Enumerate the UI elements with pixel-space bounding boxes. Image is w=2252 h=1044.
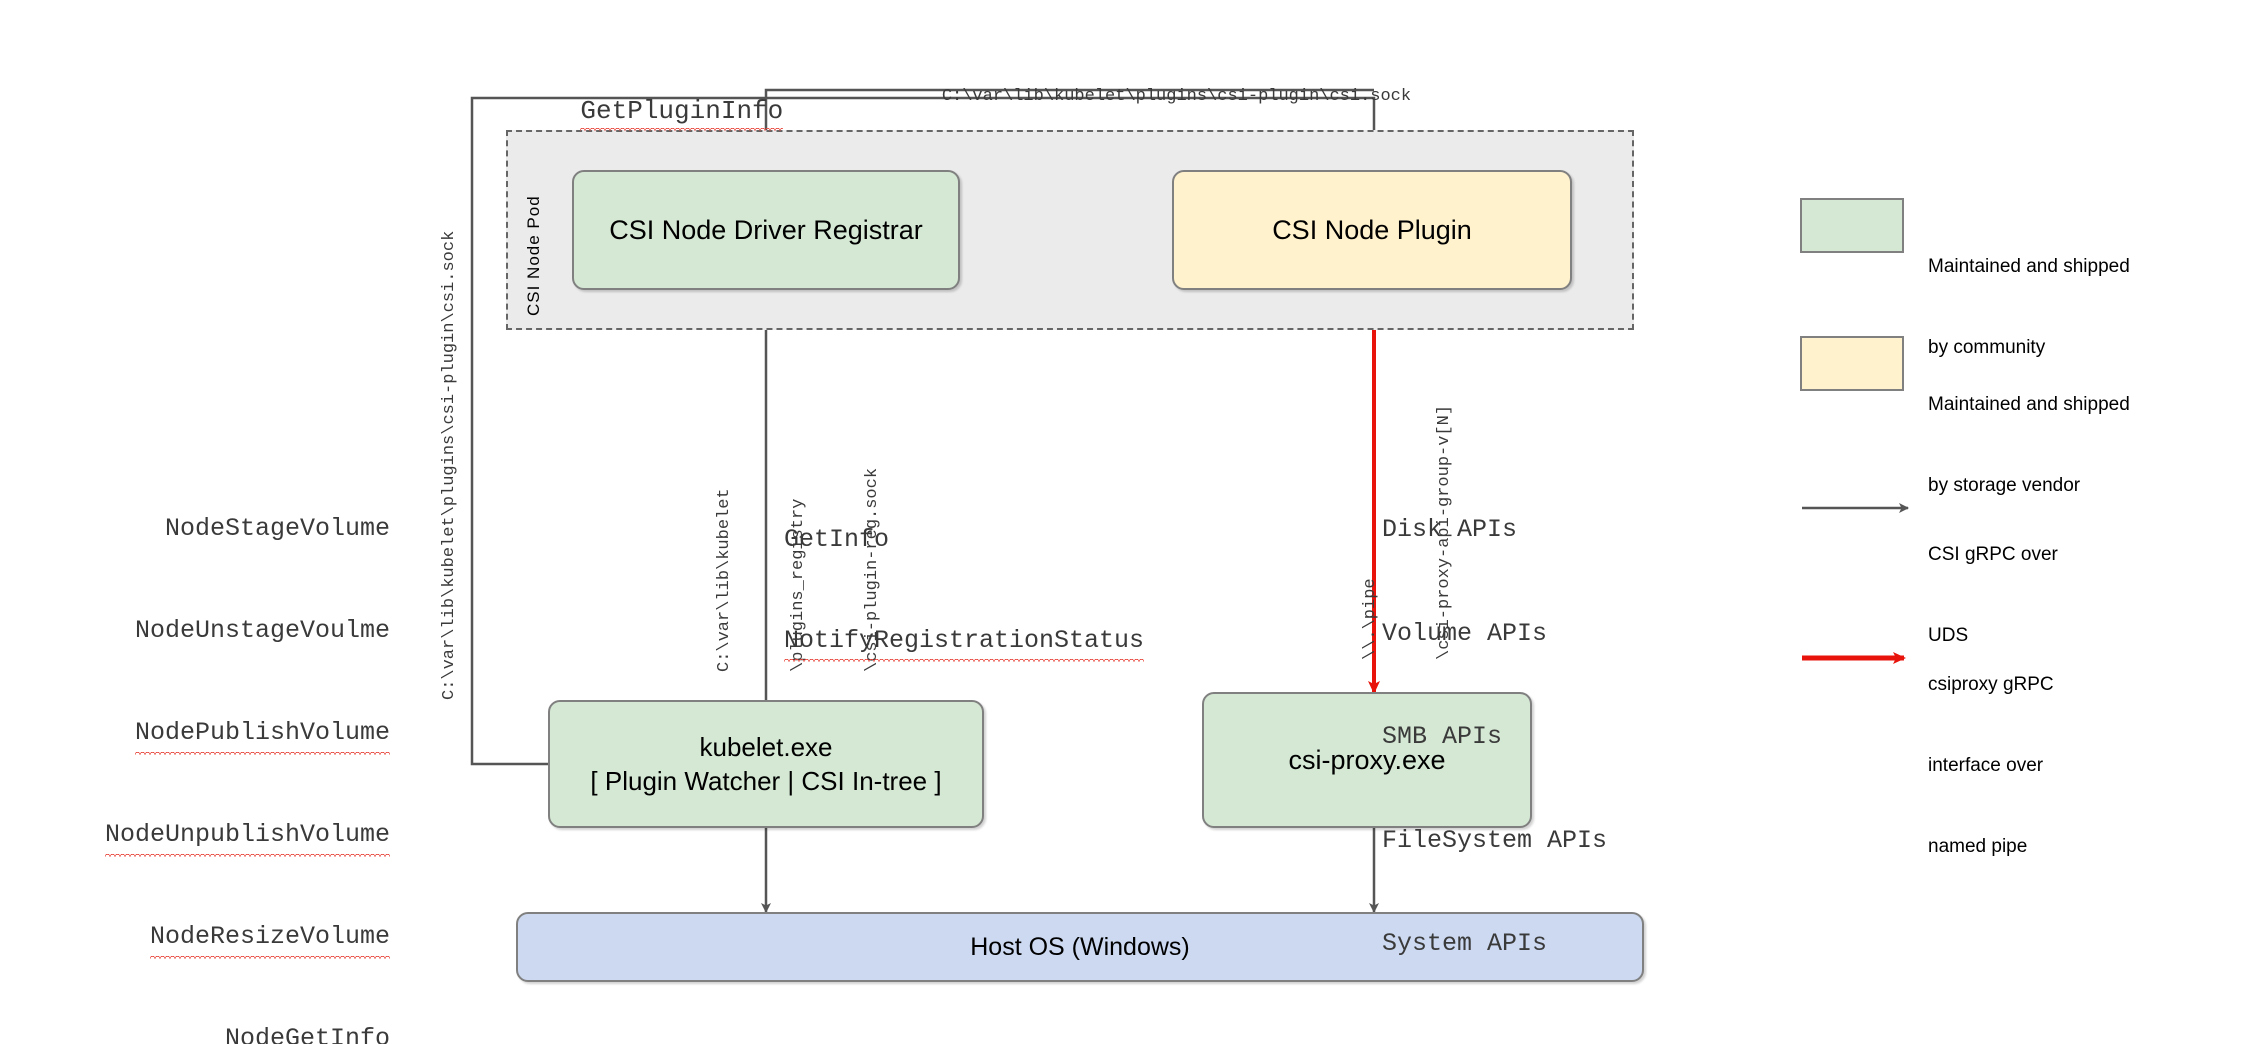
list-item: NodeUnstageVoulme: [98, 614, 390, 648]
legend-line: UDS: [1928, 624, 1969, 646]
csi-node-rpc-list: NodeStageVolume NodeUnstageVoulme NodePu…: [98, 444, 391, 1044]
rpc-label: NodeStageVolume: [164, 514, 390, 543]
registry-sock-line-1: C:\var\lib\kubelet: [715, 488, 735, 672]
list-item: NodeStageVolume: [98, 512, 390, 546]
list-item: SMB APIs: [1382, 720, 1607, 755]
legend-label-uds: CSI gRPC over UDS: [1928, 488, 2058, 704]
legend-line: by storage vendor: [1928, 474, 2081, 496]
legend-arrow-named-pipe: [1802, 652, 1906, 664]
label-get-plugin-info: GetPluginInfo: [518, 66, 783, 156]
list-item: Disk APIs: [1382, 513, 1607, 548]
label-text: GetPluginInfo: [580, 96, 784, 131]
kubelet-line-1: kubelet.exe: [699, 731, 833, 762]
legend-label-community: Maintained and shipped by community: [1928, 200, 2130, 416]
rpc-label: NodeUnstageVoulme: [134, 616, 390, 645]
node-csi-node-plugin[interactable]: CSI Node Plugin: [1172, 170, 1572, 290]
node-label: CSI Node Driver Registrar: [609, 214, 923, 245]
legend-label-named-pipe: csiproxy gRPC interface over named pipe: [1928, 618, 2054, 915]
api-label: SMB APIs: [1382, 722, 1503, 751]
list-item: NodeUnpublishVolume: [98, 818, 391, 857]
list-item: Volume APIs: [1382, 617, 1607, 652]
legend-line: Maintained and shipped: [1928, 255, 2130, 277]
edge-kubelet-to-node-plugin: [470, 96, 1379, 766]
api-label: FileSystem APIs: [1382, 825, 1608, 855]
legend-line: interface over: [1928, 754, 2044, 776]
list-item: NodeGetInfo: [98, 1022, 390, 1044]
legend-arrow-uds: [1802, 503, 1909, 513]
rpc-label: NodeUnpublishVolume: [104, 818, 391, 857]
rpc-label: NodePublishVolume: [134, 716, 391, 755]
node-csi-node-driver-registrar[interactable]: CSI Node Driver Registrar: [572, 170, 960, 290]
list-item: NodeResizeVolume: [98, 920, 391, 959]
label-registrar-calls: GetInfo NotifyRegistrationStatus: [784, 456, 1145, 724]
csi-proxy-api-list: Disk APIs Volume APIs SMB APIs FileSyste…: [1382, 444, 1607, 1031]
list-item: FileSystem APIs: [1382, 824, 1607, 859]
legend-line: csiproxy gRPC: [1928, 673, 2054, 695]
node-kubelet-exe[interactable]: kubelet.exe [ Plugin Watcher | CSI In-tr…: [548, 700, 984, 828]
legend-swatch-storage-vendor: [1800, 336, 1904, 391]
legend-swatch-community: [1800, 198, 1904, 253]
rpc-label: NodeGetInfo: [225, 1022, 390, 1044]
list-item: NodePublishVolume: [98, 716, 391, 755]
node-host-os[interactable]: Host OS (Windows): [516, 912, 1644, 982]
label-text: C:\var\lib\kubelet\plugins\csi-plugin\cs…: [941, 87, 1412, 106]
label-csi-sock-path-top: C:\var\lib\kubelet\plugins\csi-plugin\cs…: [901, 68, 1411, 125]
api-label: System APIs: [1382, 929, 1548, 958]
registrar-call-2: NotifyRegistrationStatus: [784, 624, 1145, 662]
legend-line: CSI gRPC over: [1928, 543, 2058, 565]
node-label: CSI Node Plugin: [1272, 214, 1472, 245]
kubelet-line-2: [ Plugin Watcher | CSI In-tree ]: [590, 766, 942, 796]
legend-line: named pipe: [1928, 835, 2028, 857]
named-pipe-line-1: \\.\pipe: [1361, 578, 1381, 660]
node-label: Host OS (Windows): [970, 932, 1190, 961]
legend-line: by community: [1928, 336, 2046, 358]
registrar-call-1: GetInfo: [784, 525, 890, 554]
list-item: System APIs: [1382, 927, 1607, 962]
node-label: csi-proxy.exe: [1288, 744, 1446, 775]
csi-node-pod-label: CSI Node Pod: [524, 195, 543, 316]
api-label: Disk APIs: [1382, 515, 1518, 544]
api-label: Volume APIs: [1382, 618, 1548, 648]
legend-line: Maintained and shipped: [1928, 393, 2130, 415]
node-csi-proxy-exe[interactable]: csi-proxy.exe: [1202, 692, 1532, 828]
legend-label-storage-vendor: Maintained and shipped by storage vendor: [1928, 338, 2130, 554]
rpc-label: NodeResizeVolume: [149, 920, 391, 959]
